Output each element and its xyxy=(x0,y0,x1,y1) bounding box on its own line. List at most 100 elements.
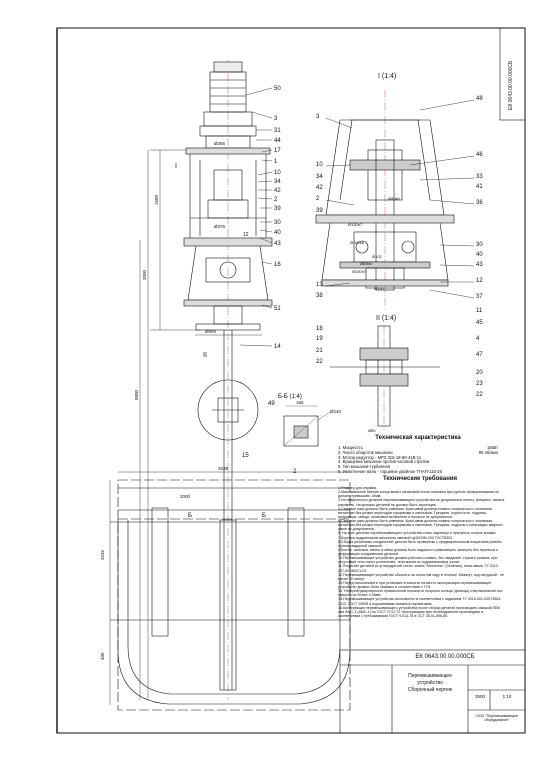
svg-text:41: 41 xyxy=(476,184,483,190)
svg-text:34: 34 xyxy=(274,179,281,185)
svg-text:Ø80k6: Ø80k6 xyxy=(388,196,401,201)
svg-text:48: 48 xyxy=(476,96,483,102)
svg-text:23: 23 xyxy=(476,381,483,387)
tech-table: 1. Мощность 15кВт 2. Число оборотов меша… xyxy=(338,445,498,475)
detail-marker-I: I xyxy=(175,163,177,170)
detail-I-dims: Ø80k6 Ø120h7 Ø160k6 Ø102 Ø80k6 Ø100h7 Ø1… xyxy=(348,196,401,291)
requirement-item: 10.Перемешивающее устройство должно рабо… xyxy=(338,556,498,565)
svg-text:Ø80k6: Ø80k6 xyxy=(360,261,373,266)
view-II-title: II (1:4) xyxy=(376,315,396,322)
svg-text:36: 36 xyxy=(476,200,483,206)
requirement-item: 8.Сборка резьбовых соединений: детали бы… xyxy=(338,539,502,548)
tech-row: 3. Мотор-редуктор - МРЗ 315-18-80-41В-11 xyxy=(338,454,422,460)
title-block-mass: 3500 xyxy=(474,694,485,699)
title-block-org: ООО "Перемешивающее оборудование" xyxy=(475,714,519,723)
svg-text:10: 10 xyxy=(316,162,323,168)
requirement-item: 4.Сварные швы должны быть ровными. Края … xyxy=(338,506,492,519)
requirement-item: 6. На всех деталях перемешивающего устро… xyxy=(338,531,497,536)
tech-title: Техническая характеристика xyxy=(375,435,461,441)
left-dimensions xyxy=(139,149,262,700)
svg-text:12: 12 xyxy=(476,278,483,284)
title-block-code: ЕК 0643.00.00.000СБ xyxy=(415,654,475,660)
svg-text:30: 30 xyxy=(476,242,483,248)
pos-15: 15 xyxy=(242,453,249,459)
pos-12: 12 xyxy=(243,232,249,238)
detail-II-callouts: 18 19 21 22 11 45 4 47 20 23 22 xyxy=(316,308,483,398)
dim-1680: 1680 xyxy=(154,194,159,205)
title-block-name-3: Сборочный чертеж xyxy=(407,687,453,693)
lower-dimensions xyxy=(109,471,350,705)
main-callouts xyxy=(239,87,273,347)
svg-text:Ø102: Ø102 xyxy=(372,254,383,259)
section-bb xyxy=(283,405,331,447)
vertical-doc-code: ЕК 0643.00.00.000СБ xyxy=(508,60,514,110)
detail-I-callouts-left: 3 10 34 42 2 39 13 38 xyxy=(316,114,323,299)
requirement-item: 13.Перед испытанием и при установке в ем… xyxy=(338,580,492,589)
svg-text:4: 4 xyxy=(476,336,480,342)
svg-text:22: 22 xyxy=(476,392,483,398)
requirement-item: 1.*Размер для справок. xyxy=(338,486,378,490)
dim-d80: Ø80 xyxy=(368,428,376,433)
svg-text:19: 19 xyxy=(316,336,323,342)
svg-text:40: 40 xyxy=(274,230,281,236)
requirement-item: 11.Покрытие деталей из углеродистой стал… xyxy=(338,564,500,573)
svg-text:44: 44 xyxy=(274,138,281,144)
tech-row: 5. Тип мешалки-турбинная xyxy=(338,464,391,470)
svg-text:42: 42 xyxy=(274,188,281,194)
main-assembly xyxy=(183,60,273,700)
svg-text:2: 2 xyxy=(274,197,278,203)
svg-text:20: 20 xyxy=(476,370,483,376)
detail-I-callouts-right: 48 46 33 41 36 30 40 43 12 37 xyxy=(476,96,483,300)
svg-text:21: 21 xyxy=(316,348,323,354)
detail-I-leaders xyxy=(325,99,475,299)
svg-text:47: 47 xyxy=(476,352,483,358)
svg-text:Ø120: Ø120 xyxy=(374,286,385,291)
svg-text:Ø100h7: Ø100h7 xyxy=(352,269,367,274)
section-title: Б-Б (1:4) xyxy=(278,394,302,400)
svg-text:2: 2 xyxy=(316,196,320,202)
title-block-lines xyxy=(339,649,526,734)
dim-2538: 2538 xyxy=(218,466,229,471)
svg-text:38: 38 xyxy=(316,293,323,299)
requirement-item: 9.Болты, шпильки, винты и гайки должны б… xyxy=(338,547,499,556)
requirement-item: 14. Неперпендикулярность привалочной пло… xyxy=(338,589,503,598)
title-block-name-2: устройство xyxy=(417,680,443,686)
requirement-item: 3.На поверхности деталей перемешивающего… xyxy=(338,498,506,507)
svg-text:51: 51 xyxy=(274,306,281,312)
svg-text:22: 22 xyxy=(316,359,323,365)
svg-text:17: 17 xyxy=(274,148,281,154)
pos-2: 2 xyxy=(293,469,297,475)
svg-text:43: 43 xyxy=(274,241,281,247)
dim-d356: Ø356 xyxy=(214,141,226,146)
svg-text:45: 45 xyxy=(476,320,483,326)
svg-text:39: 39 xyxy=(316,208,323,214)
svg-text:33: 33 xyxy=(476,174,483,180)
dim-3246: 3246 xyxy=(100,549,105,560)
svg-text:42: 42 xyxy=(316,185,323,191)
dim-d240: Ø240 xyxy=(330,409,342,414)
dim-d376: Ø376 xyxy=(214,224,226,229)
svg-text:50: 50 xyxy=(274,86,281,92)
impeller-frame xyxy=(110,479,351,711)
view-I-title: I (1:4) xyxy=(378,73,396,80)
main-callout-numbers: 50 3 31 44 17 1 10 34 42 2 39 30 40 43 1… xyxy=(274,86,281,350)
dim-d900: Ø900 xyxy=(205,329,217,334)
requirements-list: 1.*Размер для справок. 2.Максимальное би… xyxy=(338,486,506,618)
dim-400: 400 xyxy=(100,652,105,660)
svg-text:11: 11 xyxy=(476,308,483,314)
tech-row: 4. Вращение мешалки против часовой стрел… xyxy=(338,459,430,465)
section-mark-2: Б xyxy=(262,513,266,519)
section-mark-1: Б xyxy=(188,513,192,519)
svg-text:1: 1 xyxy=(274,159,278,165)
svg-text:34: 34 xyxy=(316,174,323,180)
svg-text:31: 31 xyxy=(274,128,281,134)
requirement-item: 12.Перемешивающее устройство обкатать на… xyxy=(338,572,505,581)
dim-165: 165 xyxy=(296,400,304,405)
requirement-item: 2.Максимальное биение конца вала с мешал… xyxy=(338,490,500,499)
detail-II xyxy=(330,325,440,430)
svg-text:39: 39 xyxy=(274,206,281,212)
tech-row: 6. Уплотнение вала - торцевое двойное ТН… xyxy=(338,469,442,475)
requirement-item: 16.Консервация перемешивающего устройств… xyxy=(338,605,500,618)
svg-text:13: 13 xyxy=(316,282,323,288)
svg-text:30: 30 xyxy=(274,220,281,226)
